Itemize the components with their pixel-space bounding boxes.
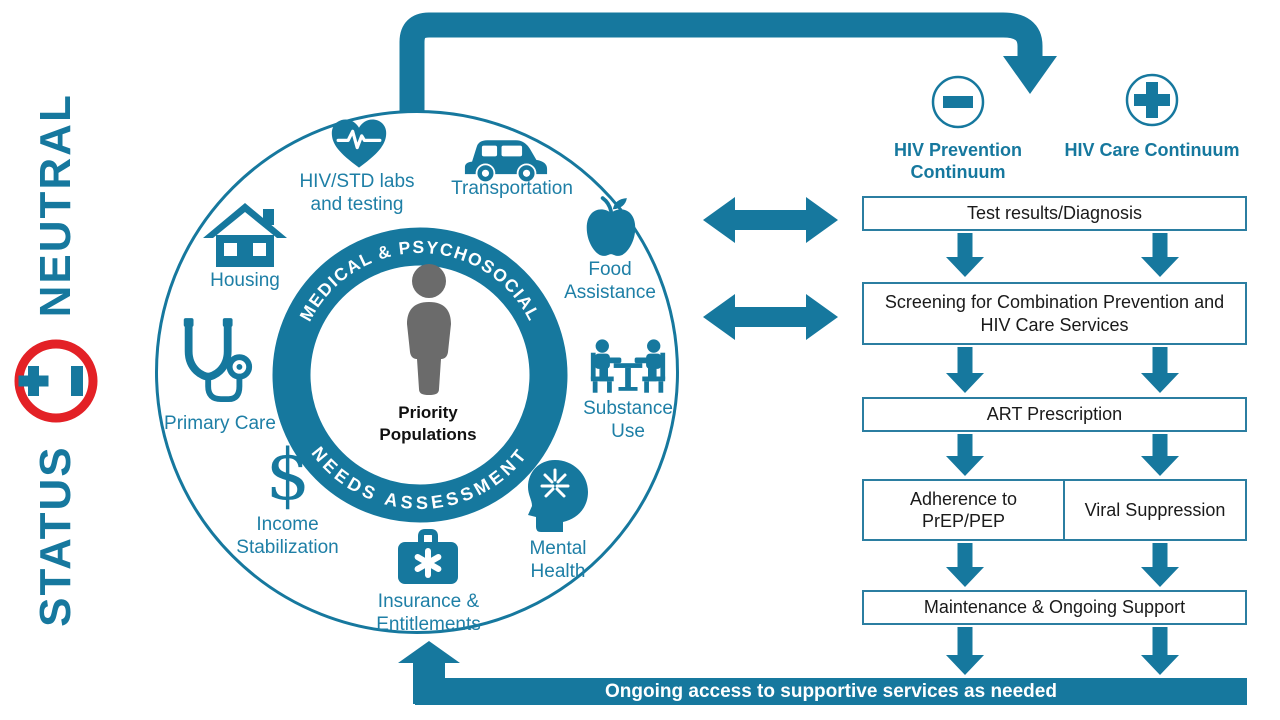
service-label-transportation: Transportation xyxy=(451,178,573,199)
down-arrow xyxy=(946,347,984,393)
service-label-income-stabilization: Income Stabilization xyxy=(236,514,339,559)
service-label-food-assistance: Food Assistance xyxy=(564,259,656,304)
down-arrow xyxy=(946,233,984,277)
service-label-insurance-entitlements: Insurance & Entitlements xyxy=(376,591,481,636)
down-arrow xyxy=(1141,233,1179,277)
person-icon xyxy=(407,264,451,395)
down-arrow xyxy=(946,543,984,587)
center-label: Priority Populations xyxy=(379,403,477,445)
house-icon xyxy=(203,203,287,267)
footer-bar-text: Ongoing access to supportive services as… xyxy=(605,680,1057,702)
heart-pulse-icon xyxy=(331,119,387,168)
top-elbow-arrow xyxy=(399,12,1043,112)
status-neutral-logo: STATUS NEUTRAL xyxy=(6,10,106,710)
footer-bar: Ongoing access to supportive services as… xyxy=(415,678,1247,705)
head-brain-icon xyxy=(528,460,588,532)
down-arrow xyxy=(1141,627,1179,675)
service-label-hiv-std-labs: HIV/STD labs and testing xyxy=(299,171,415,216)
down-arrow xyxy=(1141,347,1179,393)
down-arrow xyxy=(946,627,984,675)
flow-step-adherence-prep-pep: Adherence to PrEP/PEP xyxy=(862,479,1065,541)
minus-circle-icon xyxy=(931,75,985,129)
service-label-housing: Housing xyxy=(210,270,280,291)
service-label-primary-care: Primary Care xyxy=(164,413,276,434)
flow-step-test-results: Test results/Diagnosis xyxy=(862,196,1247,231)
counseling-table-icon xyxy=(590,339,666,393)
dollar-icon: $ xyxy=(265,434,311,516)
flow-step-art-prescription: ART Prescription xyxy=(862,397,1247,432)
hiv-care-continuum-header: HIV Care Continuum xyxy=(1064,140,1240,160)
flow-step-maintenance-support: Maintenance & Ongoing Support xyxy=(862,590,1247,625)
top-elbow-arrowhead xyxy=(1003,56,1057,94)
double-arrow-2 xyxy=(703,294,838,340)
down-arrow xyxy=(1141,543,1179,587)
double-arrow-1 xyxy=(703,197,838,243)
down-arrow xyxy=(1141,434,1179,476)
hiv-prevention-continuum-header: HIV Prevention Continuum xyxy=(893,140,1023,182)
service-label-mental-health: Mental Health xyxy=(529,538,587,583)
stethoscope-icon xyxy=(183,318,253,403)
logo-word-status: STATUS xyxy=(31,445,80,627)
service-label-substance-use: Substance Use xyxy=(583,398,673,443)
flow-step-viral-suppression: Viral Suppression xyxy=(1063,479,1247,541)
logo-word-neutral: NEUTRAL xyxy=(31,93,80,318)
plus-minus-circle-icon xyxy=(14,339,98,423)
apple-icon xyxy=(586,196,636,256)
down-arrow xyxy=(946,434,984,476)
car-icon xyxy=(464,140,548,184)
flow-step-screening: Screening for Combination Prevention and… xyxy=(862,282,1247,345)
first-aid-bag-icon xyxy=(398,529,458,584)
plus-circle-icon xyxy=(1125,73,1179,127)
needs-assessment-circle xyxy=(155,110,679,634)
